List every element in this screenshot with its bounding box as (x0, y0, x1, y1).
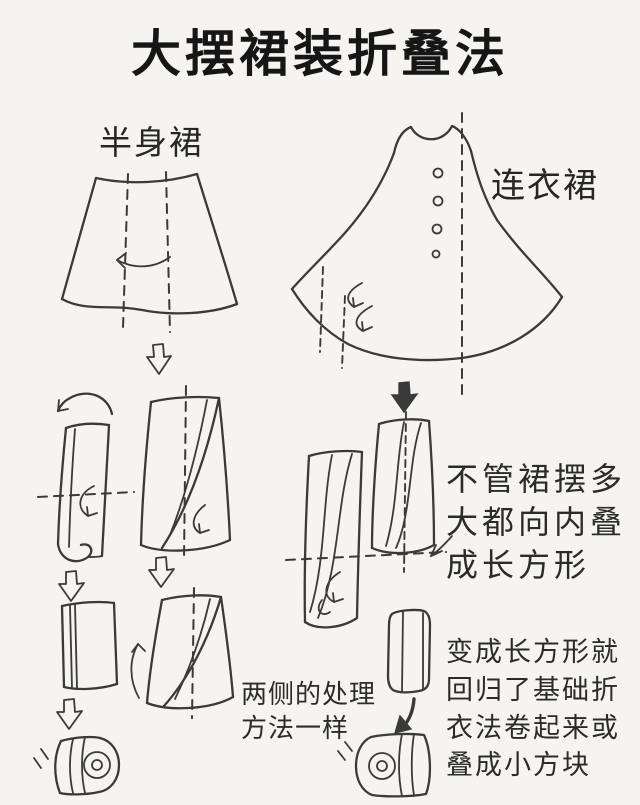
skirt-step3-right-drawing (130, 587, 235, 719)
horizontal-fold-line (37, 491, 135, 498)
emphasis-marks-icon (33, 748, 49, 769)
center-fold-line (191, 587, 195, 719)
button-icon (431, 223, 443, 235)
horizontal-fold-line (285, 551, 447, 561)
down-arrow-icon (56, 698, 83, 730)
fold-arrow-icon (355, 305, 373, 332)
flip-over-arrow-icon (56, 392, 114, 416)
center-fold-line (183, 385, 187, 561)
down-arrow-icon (148, 556, 175, 588)
skirt-step2-left-drawing (37, 392, 135, 563)
down-arrow-icon (58, 570, 85, 602)
emphasis-marks-icon (337, 741, 353, 761)
dress-step1-drawing (290, 112, 564, 399)
note-fold-inward: 不管裙摆多 大都向内叠 成长方形 (446, 460, 627, 584)
skirt-step3-left-drawing (60, 600, 119, 691)
skirt-fold-line-right (165, 171, 171, 333)
button-icon (431, 249, 441, 259)
dress-fold-line-left (319, 266, 324, 353)
dress-roll-drawing (337, 732, 432, 798)
skirt-step2-right-drawing (139, 385, 232, 561)
down-arrow-icon (390, 381, 419, 414)
dress-step2-drawing (285, 411, 453, 629)
fold-arrow-icon (347, 282, 364, 308)
fold-arrow-icon (192, 504, 210, 534)
dress-step3-drawing (386, 608, 432, 694)
fold-arrow-icon (79, 485, 98, 517)
roll-spiral-icon (368, 752, 396, 780)
dress-label: 连衣裙 (491, 166, 599, 206)
down-arrow-icon (146, 343, 172, 375)
center-fold-line (403, 411, 407, 573)
button-icon (432, 167, 444, 179)
note-both-sides: 两侧的处理 方法一样 (241, 680, 377, 744)
button-icon (432, 195, 444, 207)
fold-arrow-icon (116, 252, 171, 269)
page-title: 大摆裙装折叠法 (131, 25, 509, 83)
skirt-label: 半身裙 (99, 123, 204, 162)
fold-arrow-icon (325, 571, 344, 603)
curved-down-arrow-icon (393, 697, 416, 734)
skirt-fold-line-left (122, 173, 129, 329)
note-rectangle-tip: 变成长方形就 回归了基础折 衣法卷起来或 叠成小方块 (446, 637, 620, 782)
skirt-roll-drawing (33, 735, 121, 796)
pointer-arrow-icon (430, 535, 453, 557)
flip-up-arrow-icon (130, 643, 146, 699)
roll-spiral-icon (83, 751, 111, 779)
dress-fold-line-left2 (341, 295, 346, 369)
skirt-step1-drawing (60, 171, 239, 333)
